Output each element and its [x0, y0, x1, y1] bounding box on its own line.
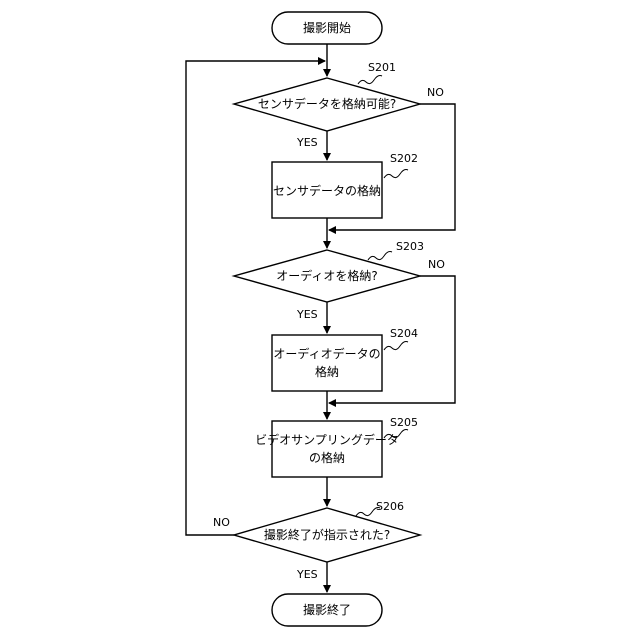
step-label-s201: S201 — [368, 61, 396, 74]
process-s204-line1: オーディオデータの — [273, 346, 380, 361]
process-s205: ビデオサンプリングデータ の格納 — [255, 421, 399, 477]
step-label-s204: S204 — [390, 327, 418, 340]
decision-s206-text: 撮影終了が指示された? — [264, 527, 390, 542]
process-s204: オーディオデータの 格納 — [272, 335, 382, 391]
callout-s202 — [384, 170, 408, 179]
callout-s201 — [358, 76, 382, 85]
end-label: 撮影終了 — [303, 602, 351, 617]
decision-s203-text: オーディオを格納? — [276, 268, 378, 283]
callout-s204 — [384, 342, 408, 351]
decision-s206: 撮影終了が指示された? — [234, 508, 420, 562]
decision-s201-text: センサデータを格納可能? — [258, 96, 396, 111]
step-label-s203: S203 — [396, 240, 424, 253]
start-label: 撮影開始 — [303, 21, 351, 35]
process-s202-text: センサデータの格納 — [273, 183, 381, 198]
no-label-s206: NO — [213, 516, 230, 529]
step-label-s202: S202 — [390, 152, 418, 165]
step-label-s206: S206 — [376, 500, 404, 513]
no-label-s201: NO — [427, 86, 444, 99]
yes-label-s203: YES — [296, 308, 318, 321]
yes-label-s201: YES — [296, 136, 318, 149]
process-s205-line1: ビデオサンプリングデータ — [255, 432, 399, 447]
yes-label-s206: YES — [296, 568, 318, 581]
callout-s203 — [368, 252, 392, 261]
start-terminal: 撮影開始 — [272, 12, 382, 44]
process-s204-line2: 格納 — [315, 364, 339, 379]
step-label-s205: S205 — [390, 416, 418, 429]
process-s202: センサデータの格納 — [272, 162, 382, 218]
process-s205-line2: の格納 — [309, 450, 345, 465]
end-terminal: 撮影終了 — [272, 594, 382, 626]
decision-s201: センサデータを格納可能? — [234, 78, 420, 131]
decision-s203: オーディオを格納? — [234, 250, 420, 302]
no-label-s203: NO — [428, 258, 445, 271]
